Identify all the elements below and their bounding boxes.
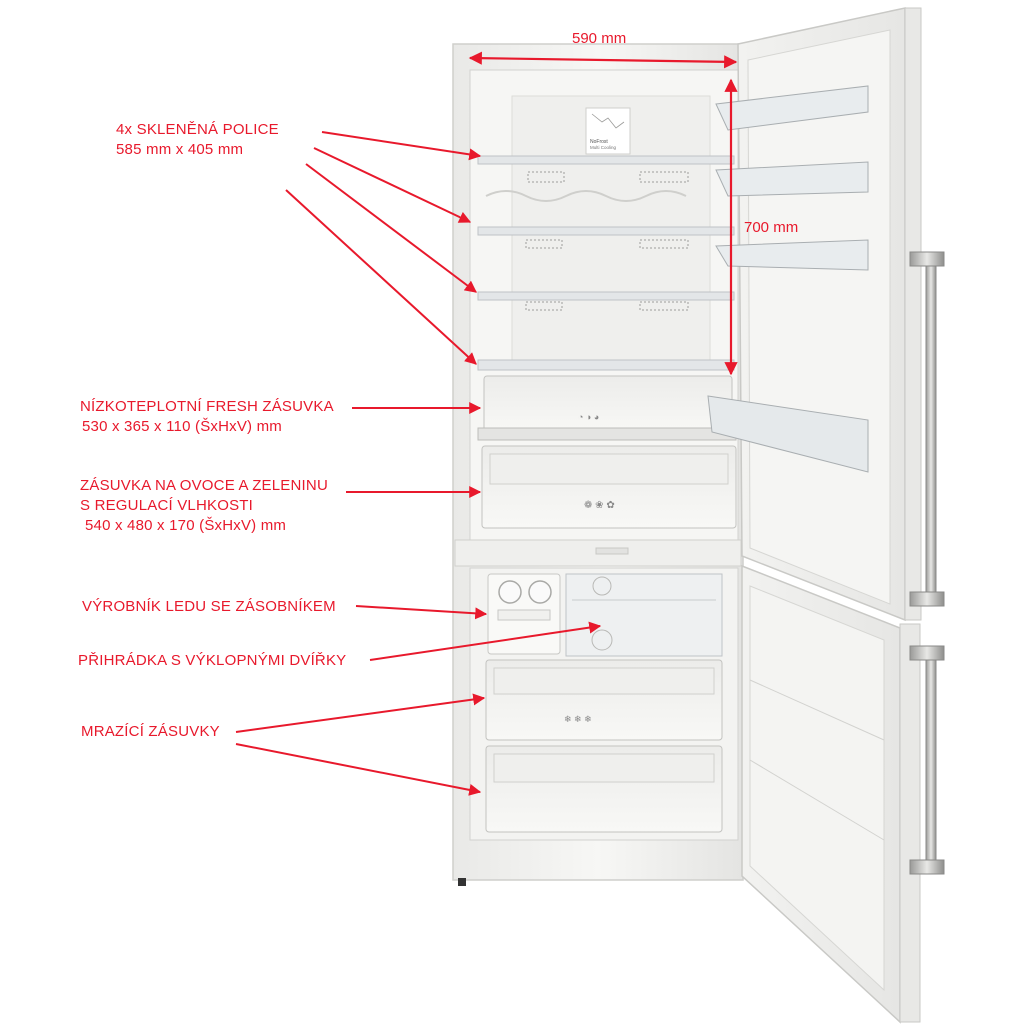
fresh-drawer-label: NÍZKOTEPLOTNÍ FRESH ZÁSUVKA 530 x 365 x … — [80, 397, 334, 437]
freezer-drawers-label: MRAZÍCÍ ZÁSUVKY — [81, 723, 220, 740]
flap-arrow — [369, 621, 602, 661]
width-dimension-label: 590 mm — [572, 30, 627, 47]
freezer-drawer-icons: ❄ ❄ ❄ — [564, 714, 592, 724]
door-bin-large — [707, 395, 869, 473]
freezer-door — [741, 564, 945, 1024]
height-dimension-label: 700 mm — [744, 219, 799, 236]
shelves-label-line2: 585 mm x 405 mm — [116, 141, 244, 158]
ice-maker-label: VÝROBNÍK LEDU SE ZÁSOBNÍKEM — [82, 598, 336, 615]
nofrost-sticker — [585, 107, 631, 155]
fridge-body: NoFrost Multi Cooling ◔ ◑ ◕ — [452, 43, 744, 886]
door-bin — [715, 239, 869, 271]
shelf-arrow-2 — [313, 147, 472, 223]
ice-maker-arrow — [355, 605, 488, 620]
flap-compartment-label: PŘIHRÁDKA S VÝKLOPNÝMI DVÍŘKY — [78, 652, 347, 669]
freezer-arrow-2 — [235, 743, 482, 796]
door-bin — [715, 85, 869, 131]
freezer-drawer: ❄ ❄ ❄ — [485, 659, 723, 741]
crisper-drawer: ❁ ❀ ✿ — [481, 445, 737, 529]
crisper-label-line2: S REGULACÍ VLHKOSTI — [80, 497, 254, 514]
shelves-label: 4x SKLENĚNÁ POLICE 585 mm x 405 mm — [116, 120, 279, 160]
glass-shelf — [477, 359, 735, 371]
shelves-label-line1: 4x SKLENĚNÁ POLICE — [116, 121, 279, 138]
ice-maker — [487, 573, 561, 655]
shelf-arrow-3 — [305, 163, 477, 293]
freezer-arrow-1 — [235, 693, 486, 733]
crisper-label: ZÁSUVKA NA OVOCE A ZELENINU S REGULACÍ V… — [80, 476, 328, 536]
glass-shelf — [477, 155, 735, 202]
sticker-text-2: Multi Cooling — [590, 145, 617, 150]
flap-compartment — [565, 573, 723, 657]
shelf-arrow-1 — [321, 131, 482, 161]
door-bin — [715, 161, 869, 197]
callout-arrows — [235, 131, 602, 796]
crisper-label-line1: ZÁSUVKA NA OVOCE A ZELENINU — [80, 477, 328, 494]
fridge-door — [707, 7, 945, 622]
shelf-arrow-4 — [285, 189, 477, 365]
fresh-drawer-icons: ◔ ◑ ◕ — [578, 412, 599, 422]
crisper-label-line3: 540 x 480 x 170 (ŠxHxV) mm — [85, 517, 287, 534]
crisper-icons: ❁ ❀ ✿ — [584, 500, 615, 511]
door-handle — [909, 251, 945, 607]
sticker-text-1: NoFrost — [590, 139, 608, 145]
width-dimension-arrow — [468, 51, 738, 69]
freezer-drawer — [485, 745, 723, 833]
freezer-door-handle — [909, 645, 945, 875]
fresh-drawer-label-line1: NÍZKOTEPLOTNÍ FRESH ZÁSUVKA — [80, 398, 334, 415]
fresh-drawer-label-line2: 530 x 365 x 110 (ŠxHxV) mm — [82, 418, 282, 435]
fresh-drawer: ◔ ◑ ◕ — [477, 375, 737, 441]
